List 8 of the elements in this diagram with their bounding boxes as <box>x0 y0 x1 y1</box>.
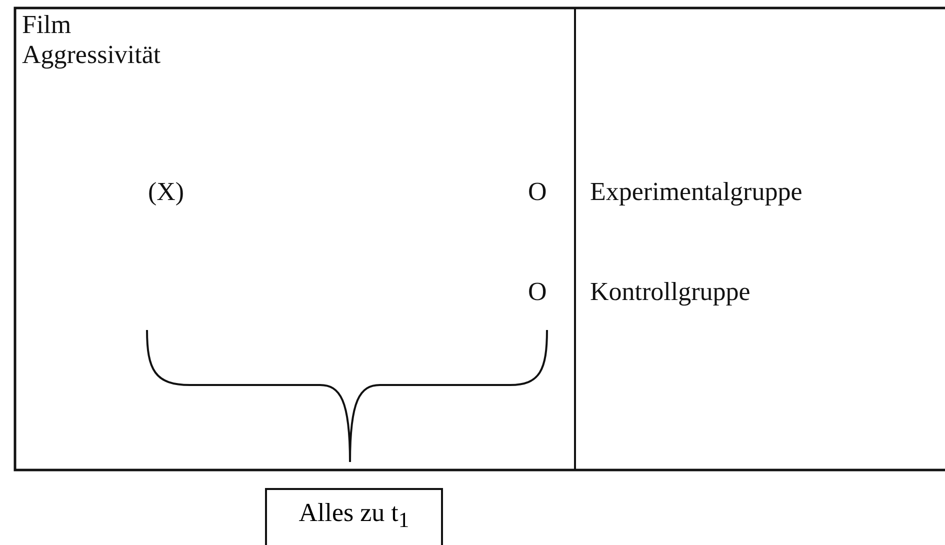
treatment-mark: (X) <box>148 177 184 207</box>
observation-mark: O <box>528 277 547 307</box>
dependent-variable-label: Aggressivität <box>22 40 161 70</box>
group-label: Kontrollgruppe <box>590 277 750 307</box>
observation-mark: O <box>528 177 547 207</box>
group-label: Experimentalgruppe <box>590 177 802 207</box>
independent-variable-label: Film <box>22 10 72 40</box>
time-note-box: Alles zu t$_{1}$ <box>265 488 443 545</box>
